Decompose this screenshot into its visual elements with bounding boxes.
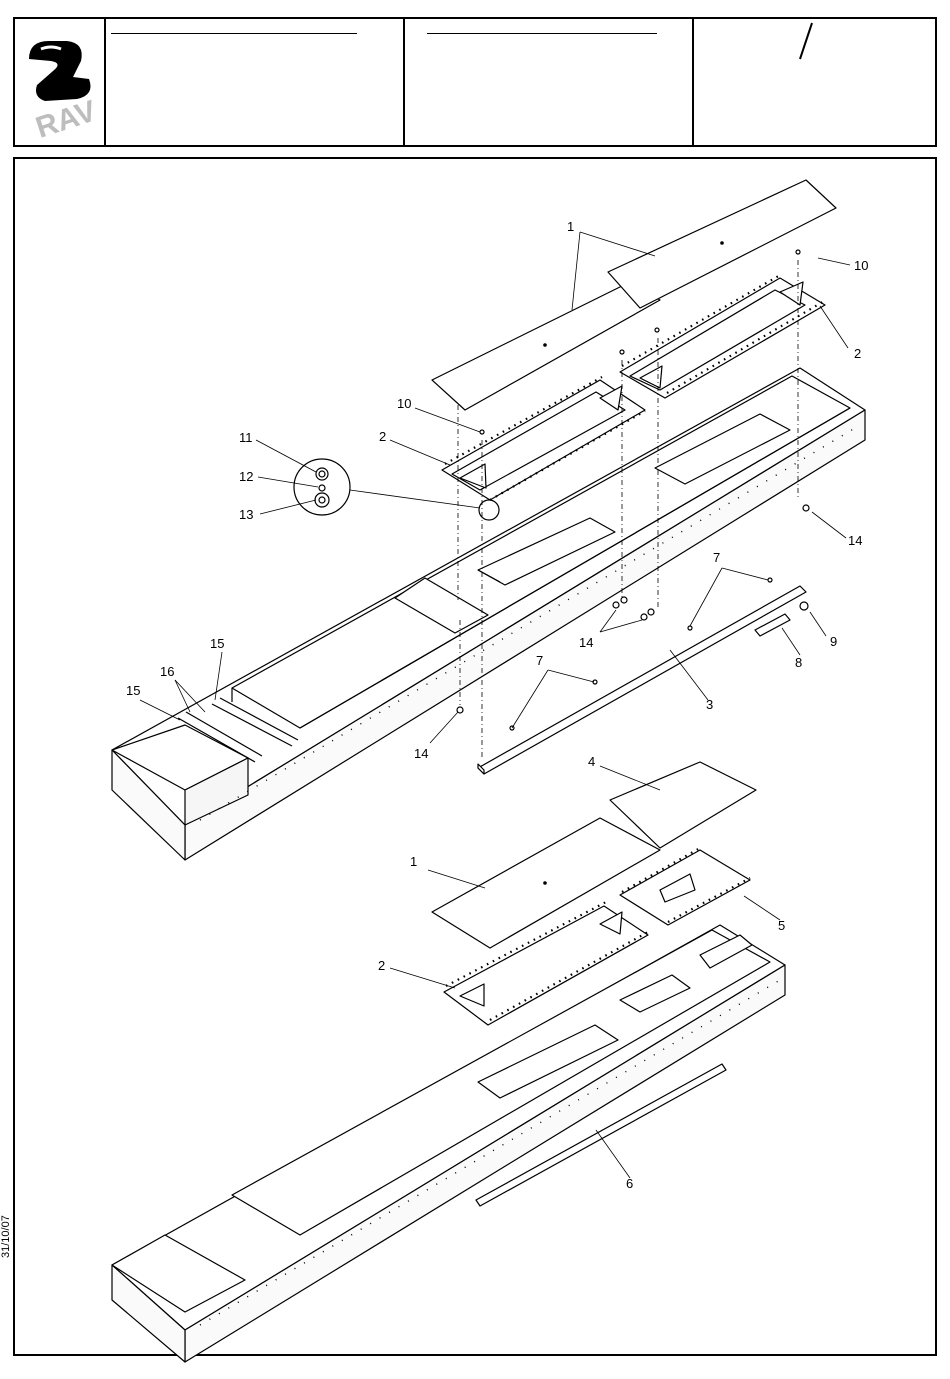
callout-8: 8	[795, 655, 802, 670]
callout-9: 9	[830, 634, 837, 649]
callout-2-lower: 2	[378, 958, 385, 973]
callout-14-middle: 14	[579, 635, 593, 650]
callout-10-right: 10	[854, 258, 868, 273]
callout-7-lower: 7	[536, 653, 543, 668]
callout-16: 16	[160, 664, 174, 679]
callout-11: 11	[239, 430, 253, 445]
callout-3: 3	[706, 697, 713, 712]
callout-1-upper: 1	[567, 219, 574, 234]
callout-15-top: 15	[210, 636, 224, 651]
callout-6: 6	[626, 1176, 633, 1191]
callout-15-bottom: 15	[126, 683, 140, 698]
callout-14-right: 14	[848, 533, 862, 548]
callout-1-lower: 1	[410, 854, 417, 869]
callout-7-upper: 7	[713, 550, 720, 565]
callout-5: 5	[778, 918, 785, 933]
callout-13: 13	[239, 507, 253, 522]
callout-12: 12	[239, 469, 253, 484]
callout-4: 4	[588, 754, 595, 769]
callout-2-left: 2	[379, 429, 386, 444]
callout-10-left: 10	[397, 396, 411, 411]
callout-2-right: 2	[854, 346, 861, 361]
callout-14-left: 14	[414, 746, 428, 761]
